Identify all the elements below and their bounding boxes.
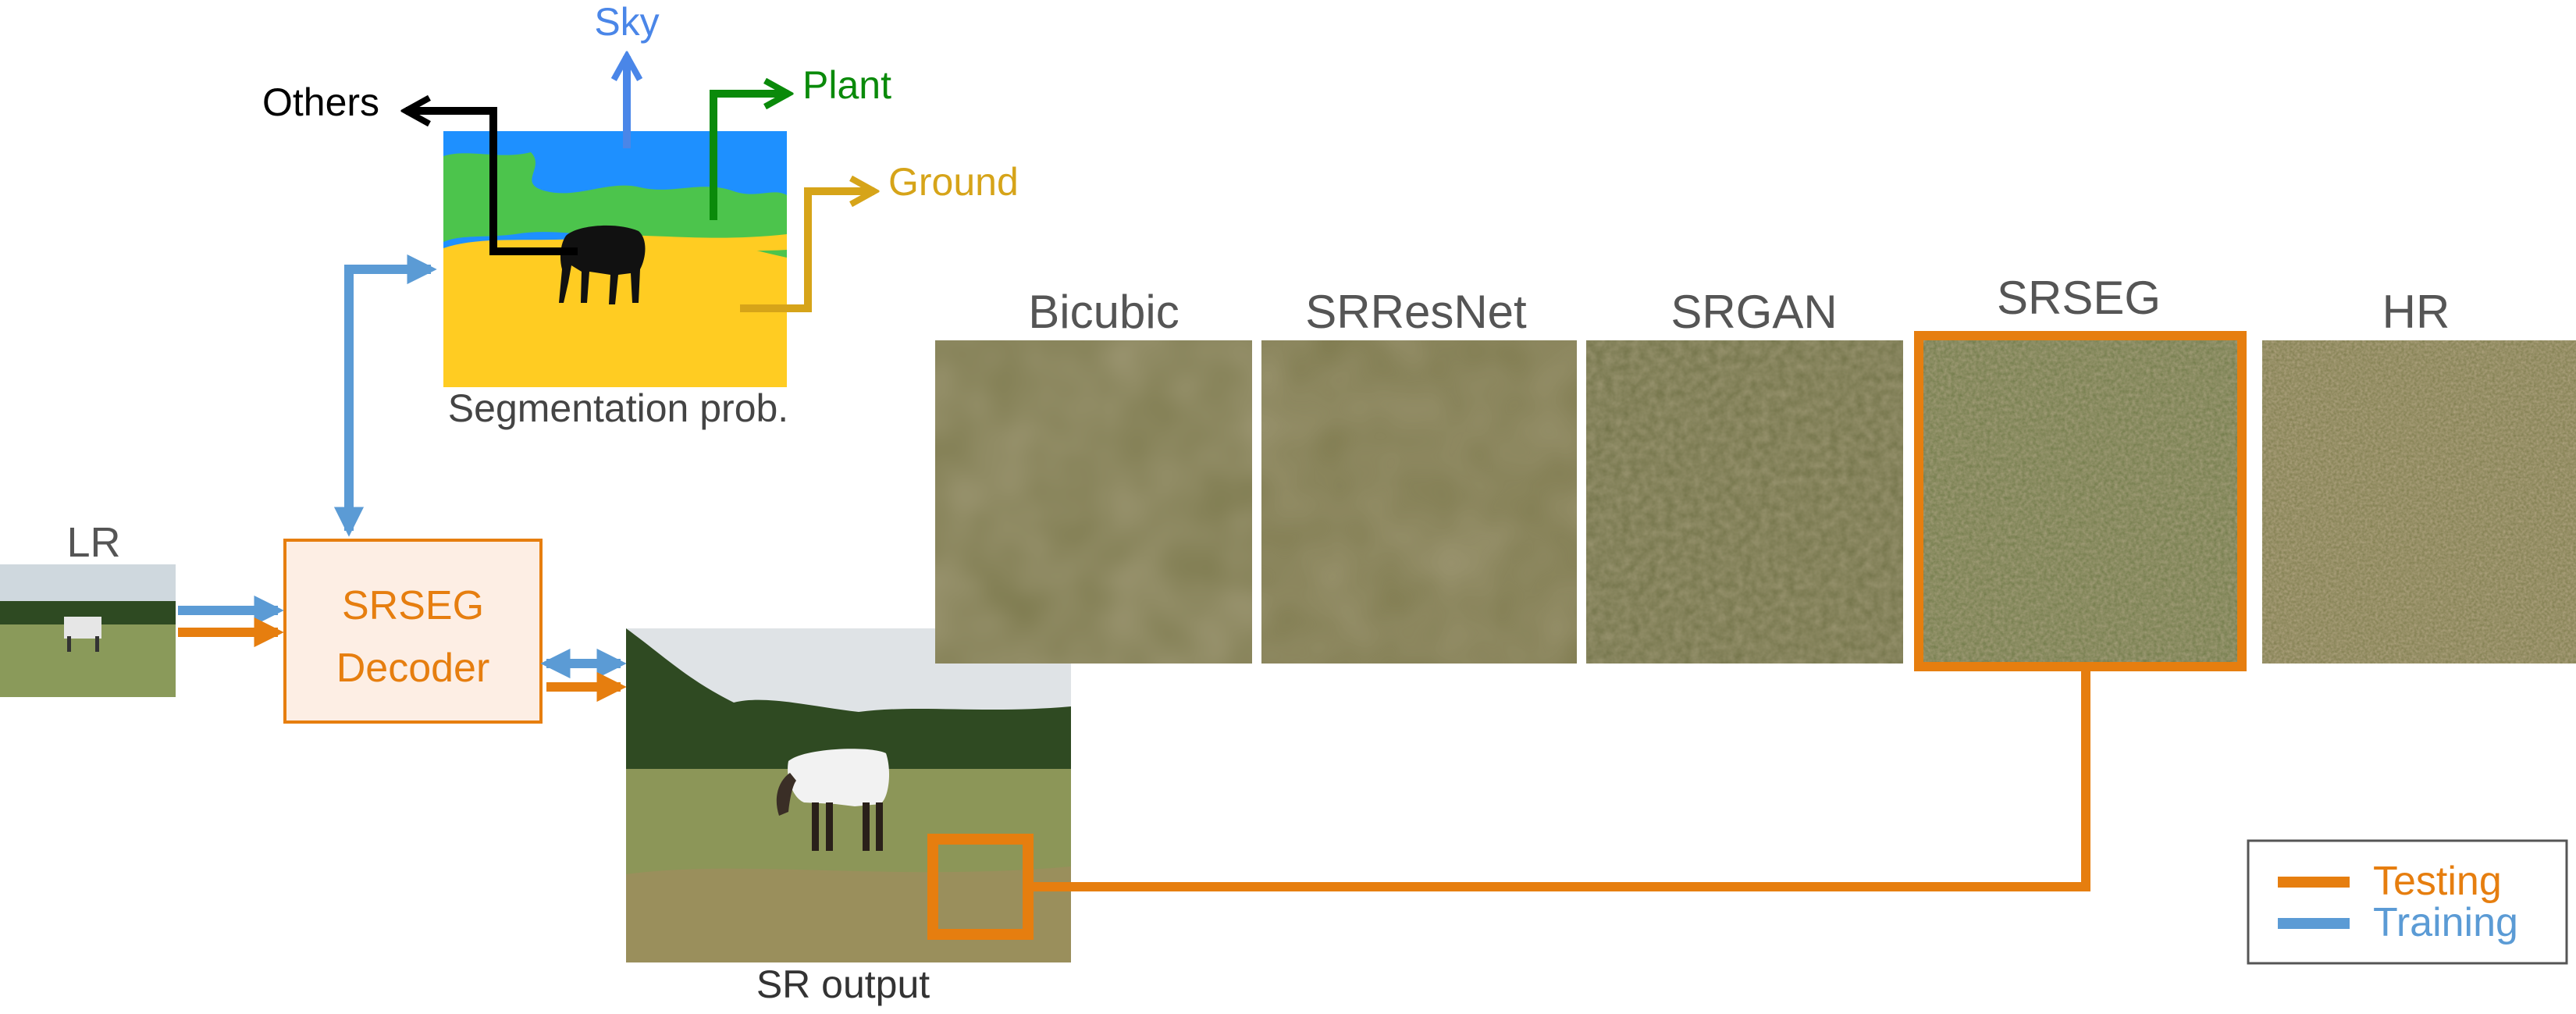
patch-srseg <box>1914 331 2247 671</box>
decoder-title: SRSEG <box>342 583 484 628</box>
plant-label: Plant <box>802 63 891 107</box>
sr-output-caption: SR output <box>756 962 930 1006</box>
sr-output-image <box>626 628 1071 962</box>
patch-srgan <box>1586 340 1903 664</box>
label-hr: HR <box>2382 286 2450 338</box>
label-srgan: SRGAN <box>1670 286 1837 338</box>
patch-srresnet <box>1261 340 1577 664</box>
legend: Testing Training <box>2247 839 2568 965</box>
others-label: Others <box>262 80 379 124</box>
lr-label: LR <box>66 519 120 566</box>
lr-image <box>0 564 176 697</box>
sky-label: Sky <box>594 0 659 44</box>
patch-hr <box>2262 340 2576 664</box>
decoder-segmentation-arrow <box>333 254 437 537</box>
decoder-subtitle: Decoder <box>336 646 490 691</box>
patch-bicubic <box>935 340 1252 664</box>
ground-arrow <box>740 191 874 312</box>
label-srresnet: SRResNet <box>1305 286 1527 338</box>
label-srseg: SRSEG <box>1997 272 2161 324</box>
segmentation-map <box>443 131 787 387</box>
comparison-labels: Bicubic SRResNet SRGAN SRSEG HR <box>1028 272 2450 338</box>
plant-arrow <box>710 94 788 220</box>
label-bicubic: Bicubic <box>1028 286 1179 338</box>
legend-training-label: Training <box>2373 900 2518 945</box>
others-arrow <box>406 111 578 255</box>
srseg-decoder-box: SRSEG Decoder <box>283 539 543 724</box>
crop-connector-line <box>1028 666 2090 891</box>
segmentation-caption: Segmentation prob. <box>448 386 788 430</box>
legend-testing-label: Testing <box>2373 859 2502 904</box>
ground-label: Ground <box>888 160 1019 204</box>
